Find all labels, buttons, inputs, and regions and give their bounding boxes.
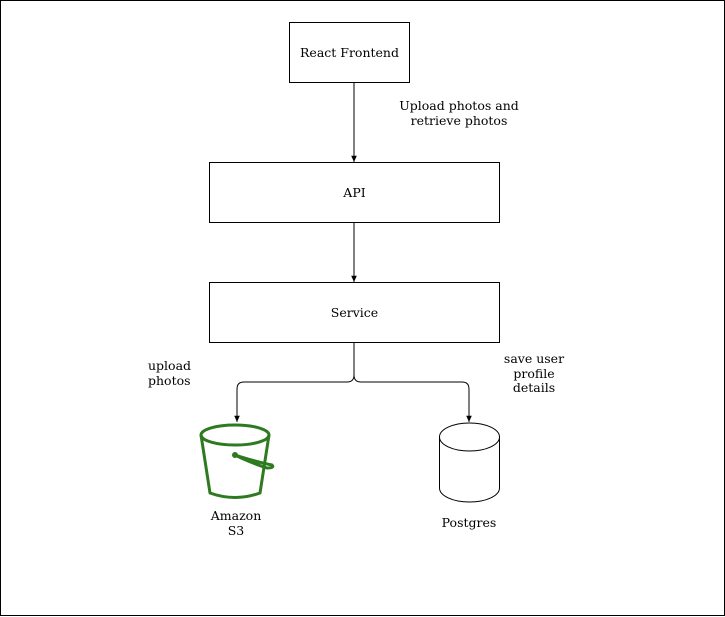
bucket-icon[interactable]	[197, 422, 277, 502]
edge-service-postgres	[353, 374, 472, 422]
edge-service-s3	[234, 342, 355, 422]
node-api-label: API	[343, 185, 366, 200]
node-react-frontend[interactable]: React Frontend	[289, 22, 410, 83]
node-api[interactable]: API	[209, 162, 500, 223]
edge-label-upload-retrieve: Upload photos and retrieve photos	[399, 98, 519, 128]
node-service[interactable]: Service	[209, 282, 500, 343]
node-react-frontend-label: React Frontend	[300, 45, 399, 60]
edge-label-save-profile: save user profile details	[503, 351, 565, 395]
node-s3-label: Amazon S3	[210, 508, 262, 538]
edge-label-upload-photos: upload photos	[148, 358, 192, 388]
node-postgres-label: Postgres	[441, 515, 497, 530]
node-service-label: Service	[330, 305, 379, 320]
database-cylinder-icon[interactable]	[438, 422, 501, 504]
